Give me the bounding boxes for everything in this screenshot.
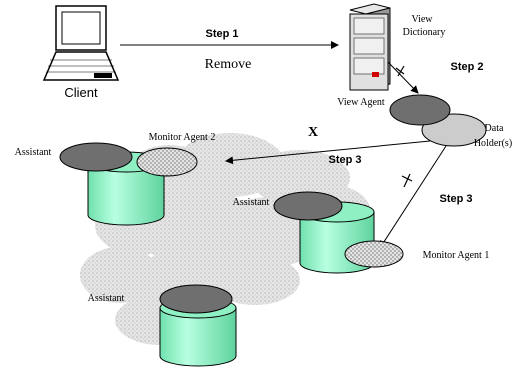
arrow-to-monitor-agent-2 bbox=[225, 140, 431, 165]
assistant-disk-top-left bbox=[59, 142, 133, 172]
view-agent-label: View Agent bbox=[337, 97, 385, 108]
monitor-agent-1-disk bbox=[344, 240, 404, 268]
arrow-to-monitor-agent-1 bbox=[379, 145, 447, 249]
step3-cross-icon bbox=[401, 173, 413, 188]
view-dictionary-label-1: View bbox=[411, 14, 433, 25]
assistant-disk-bottom bbox=[159, 284, 233, 314]
remove-label: Remove bbox=[205, 57, 252, 72]
client-computer-icon bbox=[42, 5, 120, 81]
assistant-middle-label: Assistant bbox=[233, 197, 270, 208]
view-agent-disk bbox=[389, 94, 451, 126]
step2-label: Step 2 bbox=[450, 61, 483, 73]
data-holder-label-1: Data bbox=[485, 123, 504, 134]
assistant-bottom-label: Assistant bbox=[88, 293, 125, 304]
x-mark-label: X bbox=[308, 125, 318, 140]
assistant-top-left-label: Assistant bbox=[15, 147, 52, 158]
step2-arrow bbox=[387, 61, 419, 94]
step3-right-label: Step 3 bbox=[439, 193, 472, 205]
server-icon bbox=[349, 3, 391, 91]
step2-cross-icon bbox=[395, 65, 405, 77]
view-dictionary-label-2: Dictionary bbox=[403, 27, 446, 38]
data-holder-label-2: Holder(s) bbox=[474, 138, 512, 149]
assistant-disk-middle bbox=[273, 191, 343, 221]
monitor-agent-1-label: Monitor Agent 1 bbox=[423, 250, 490, 261]
step1-label: Step 1 bbox=[205, 28, 238, 40]
step3-left-label: Step 3 bbox=[328, 154, 361, 166]
client-label: Client bbox=[64, 85, 98, 100]
monitor-agent-2-label: Monitor Agent 2 bbox=[149, 132, 216, 143]
monitor-agent-2-disk bbox=[136, 147, 198, 177]
